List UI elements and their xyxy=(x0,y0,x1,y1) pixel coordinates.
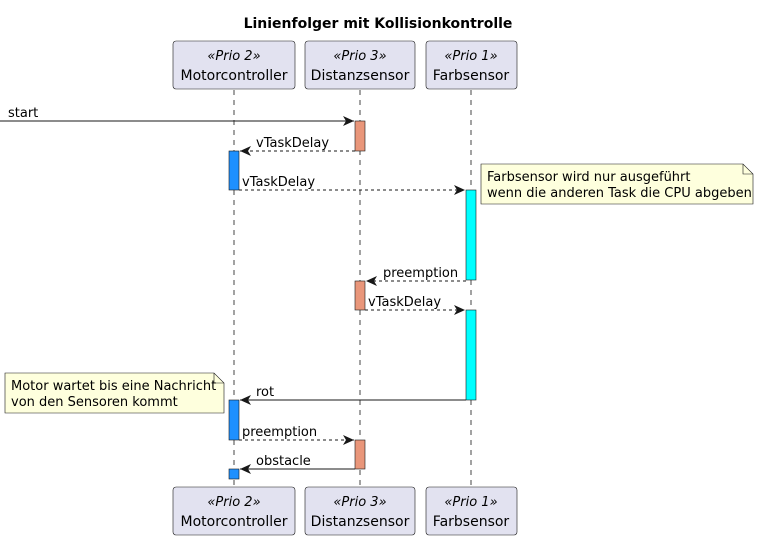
message-preemption-2: preemption xyxy=(239,425,354,445)
message-rot: rot xyxy=(240,385,466,405)
participant-stereotype: «Prio 1» xyxy=(444,495,497,510)
message-label: vTaskDelay xyxy=(368,295,441,310)
note-line: Motor wartet bis eine Nachricht xyxy=(11,379,216,394)
activation-motorcontroller xyxy=(228,468,240,480)
participant-farbsensor-top: «Prio 1» Farbsensor xyxy=(425,40,518,90)
participant-name: Motorcontroller xyxy=(181,68,288,84)
participant-stereotype: «Prio 3» xyxy=(333,49,386,64)
participant-distanzsensor-top: «Prio 3» Distanzsensor xyxy=(304,40,416,90)
message-label: start xyxy=(8,106,38,121)
activation-motorcontroller xyxy=(228,399,240,441)
diagram-title: Linienfolger mit Kollisionkontrolle xyxy=(244,16,513,32)
participant-name: Distanzsensor xyxy=(311,514,410,530)
participant-stereotype: «Prio 2» xyxy=(207,495,260,510)
message-start: start xyxy=(0,106,354,126)
message-vtaskdelay-3: vTaskDelay xyxy=(365,295,465,315)
message-preemption-1: preemption xyxy=(366,266,466,286)
participant-name: Motorcontroller xyxy=(181,514,288,530)
message-label: preemption xyxy=(242,425,317,440)
note-line: Farbsensor wird nur ausgeführt xyxy=(487,170,691,185)
participant-distanzsensor-bottom: «Prio 3» Distanzsensor xyxy=(304,486,416,536)
participant-name: Farbsensor xyxy=(433,68,510,84)
participant-motorcontroller-top: «Prio 2» Motorcontroller xyxy=(172,40,296,90)
message-label: obstacle xyxy=(256,454,311,469)
participant-motorcontroller-bottom: «Prio 2» Motorcontroller xyxy=(172,486,296,536)
message-label: preemption xyxy=(383,266,458,281)
participant-farbsensor-bottom: «Prio 1» Farbsensor xyxy=(425,486,518,536)
note-motor: Motor wartet bis eine Nachricht von den … xyxy=(4,372,225,414)
message-vtaskdelay-1: vTaskDelay xyxy=(240,136,355,156)
message-vtaskdelay-2: vTaskDelay xyxy=(239,175,465,195)
message-label: vTaskDelay xyxy=(256,136,329,151)
activation-motorcontroller xyxy=(228,150,240,191)
message-label: vTaskDelay xyxy=(242,175,315,190)
participant-stereotype: «Prio 3» xyxy=(333,495,386,510)
message-obstacle: obstacle xyxy=(240,454,355,474)
activation-distanzsensor xyxy=(354,439,366,470)
activation-distanzsensor xyxy=(354,120,366,152)
note-farbsensor: Farbsensor wird nur ausgeführt wenn die … xyxy=(480,163,754,205)
participant-name: Distanzsensor xyxy=(311,68,410,84)
note-line: wenn die anderen Task die CPU abgeben xyxy=(487,186,752,201)
note-line: von den Sensoren kommt xyxy=(11,395,178,410)
message-label: rot xyxy=(256,385,274,400)
participant-stereotype: «Prio 1» xyxy=(444,49,497,64)
participant-name: Farbsensor xyxy=(433,514,510,530)
activation-distanzsensor xyxy=(354,280,366,311)
participant-stereotype: «Prio 2» xyxy=(207,49,260,64)
activation-farbsensor xyxy=(465,189,477,281)
activation-farbsensor xyxy=(465,309,477,401)
